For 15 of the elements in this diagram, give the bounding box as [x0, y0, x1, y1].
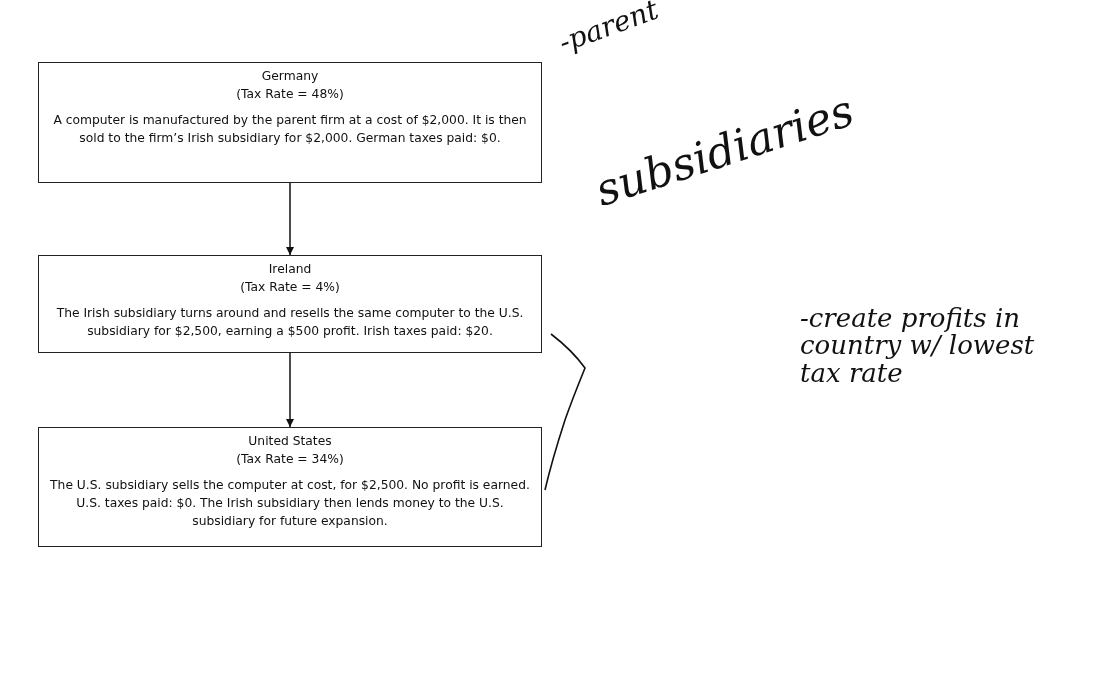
arrow: [286, 352, 294, 428]
box-description: The Irish subsidiary turns around and resells the same computer to the U.S. subsidiary for $2,500, earning a $500 profit. Irish taxes paid: $20.: [55, 305, 525, 340]
box-description: A computer is manufactured by the parent firm at a cost of $2,000. It is then sold to the firm’s Irish subsidiary for $2,000. German taxes paid: $0.: [52, 112, 528, 147]
process-box: [38, 427, 542, 547]
tax-rate-text: (Tax Rate = 34%): [235, 451, 345, 468]
process-box: [38, 62, 542, 183]
box-heading: United States: [247, 433, 333, 450]
box-heading: Ireland: [267, 261, 313, 278]
box-heading: Germany: [260, 68, 320, 85]
handwritten-note: -create profits in country w/ lowest tax rate: [800, 305, 1036, 387]
tax-rate-text: (Tax Rate = 4%): [239, 279, 341, 296]
arrow: [286, 182, 294, 256]
tax-rate-text: (Tax Rate = 48%): [235, 86, 345, 103]
process-box: [38, 255, 542, 353]
box-description: The U.S. subsidiary sells the computer at cost, for $2,500. No profit is earned. U.S. taxes paid: $0. The Irish subsidiary then lends money to the U.S. subsidiary for future expansion.: [49, 477, 531, 530]
